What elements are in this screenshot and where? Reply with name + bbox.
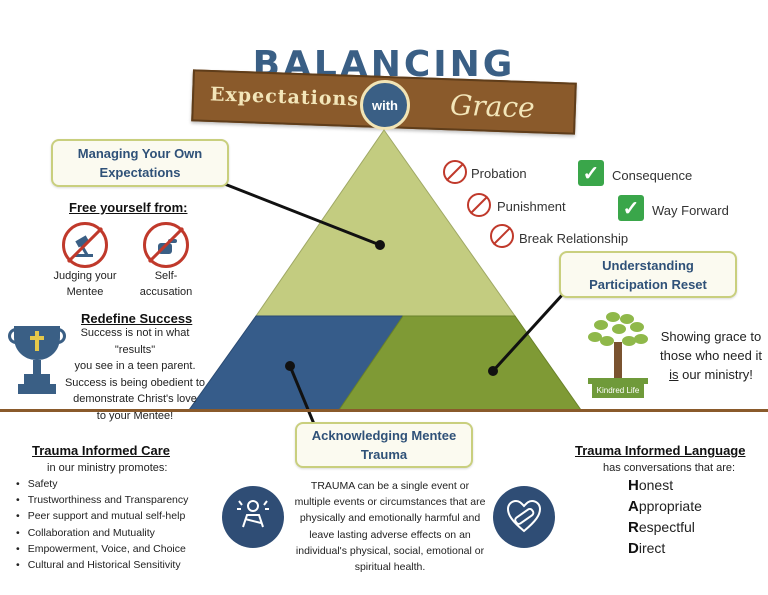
- prohibited-icon: [490, 224, 514, 248]
- care-list: Safety Trustworthiness and Transparency …: [16, 476, 189, 573]
- connector-dot-right: [488, 366, 498, 376]
- connector-trauma: [288, 365, 316, 425]
- care-heading: Trauma Informed Care: [32, 443, 170, 458]
- list-item: Appropriate: [628, 498, 702, 515]
- free-yourself-heading: Free yourself from:: [69, 200, 188, 215]
- acknowledging-trauma-callout: Acknowledging Mentee Trauma: [295, 422, 473, 468]
- trophy-cross-icon: [8, 326, 66, 402]
- connector-reset: [491, 292, 565, 373]
- check-icon: ✓: [578, 160, 604, 186]
- list-item: Trustworthiness and Transparency: [16, 492, 189, 508]
- connector-managing: [221, 181, 381, 247]
- trauma-definition: TRAUMA can be a single event or multiple…: [294, 480, 486, 574]
- tree-icon: Kindred Life: [586, 312, 650, 398]
- list-item: Empowerment, Voice, and Choice: [16, 541, 188, 557]
- ground-divider: [0, 409, 768, 412]
- list-item: Safety: [16, 476, 188, 492]
- care-subheading: in our ministry promotes:: [47, 462, 168, 474]
- connector-dot-top: [375, 240, 385, 250]
- title-with-badge: with: [360, 80, 410, 130]
- list-item: Honest: [628, 477, 674, 494]
- managing-expectations-callout: Managing Your Own Expectations: [51, 139, 229, 187]
- bandaged-heart-icon: [493, 486, 555, 548]
- stop-item-probation: Probation: [471, 166, 527, 181]
- gavel-icon: [62, 222, 108, 268]
- self-accusation-label: Self- accusation: [139, 270, 193, 298]
- redefine-success-heading: Redefine Success: [81, 311, 193, 326]
- language-heading: Trauma Informed Language: [575, 443, 746, 458]
- list-item: Respectful: [628, 519, 695, 536]
- check-icon: ✓: [618, 195, 644, 221]
- check-item-consequence: Consequence: [612, 168, 693, 183]
- list-item: Collaboration and Mutuality: [16, 525, 188, 541]
- kindred-life-label: Kindred Life: [592, 384, 644, 398]
- list-item: Peer support and mutual self-help: [16, 508, 188, 524]
- language-list: Honest Appropriate Respectful Direct: [628, 475, 702, 559]
- pyramid-top: [255, 129, 516, 317]
- connector-dot-left: [285, 361, 295, 371]
- prohibited-icon: [467, 193, 491, 217]
- judging-label: Judging your Mentee: [53, 270, 117, 298]
- stop-item-break-relationship: Break Relationship: [519, 231, 629, 246]
- list-item: Cultural and Historical Sensitivity: [16, 557, 188, 573]
- distressed-person-icon: [222, 486, 284, 548]
- grace-ministry-text: Showing grace to those who need it is ou…: [660, 329, 762, 382]
- pointing-finger-icon: [143, 222, 189, 268]
- prohibited-icon: [443, 160, 467, 184]
- list-item: Direct: [628, 540, 666, 557]
- stop-item-punishment: Punishment: [497, 199, 566, 214]
- redefine-success-text: Success is not in what "results" you see…: [64, 327, 206, 422]
- check-item-way-forward: Way Forward: [652, 203, 729, 218]
- participation-reset-callout: Understanding Participation Reset: [559, 251, 737, 298]
- language-subheading: has conversations that are:: [603, 462, 736, 474]
